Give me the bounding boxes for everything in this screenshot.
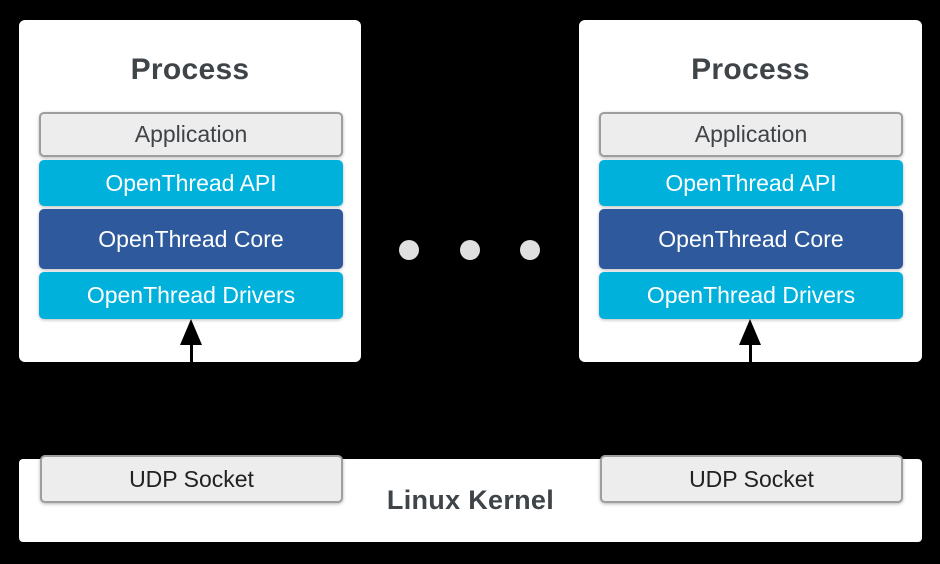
process-card-right: Process Application OpenThread API OpenT… [579,20,922,362]
ellipsis-dot [460,240,480,260]
layer-openthread-drivers: OpenThread Drivers [39,272,343,319]
layer-openthread-core: OpenThread Core [599,209,903,269]
layer-openthread-drivers: OpenThread Drivers [599,272,903,319]
process-card-left: Process Application OpenThread API OpenT… [19,20,361,362]
layer-openthread-api: OpenThread API [599,160,903,206]
up-arrow-head-icon [739,319,761,345]
up-arrow-shaft [749,343,752,460]
layer-openthread-core: OpenThread Core [39,209,343,269]
process-title: Process [691,53,810,86]
udp-socket-right: UDP Socket [600,455,903,503]
up-arrow-shaft [190,343,193,460]
udp-socket-left: UDP Socket [40,455,343,503]
up-arrow-head-icon [180,319,202,345]
layer-application: Application [39,112,343,157]
layer-application: Application [599,112,903,157]
ellipsis-dot [399,240,419,260]
ellipsis-dot [520,240,540,260]
process-title: Process [130,53,250,86]
layer-openthread-api: OpenThread API [39,160,343,206]
linux-kernel-label: Linux Kernel [386,485,555,515]
